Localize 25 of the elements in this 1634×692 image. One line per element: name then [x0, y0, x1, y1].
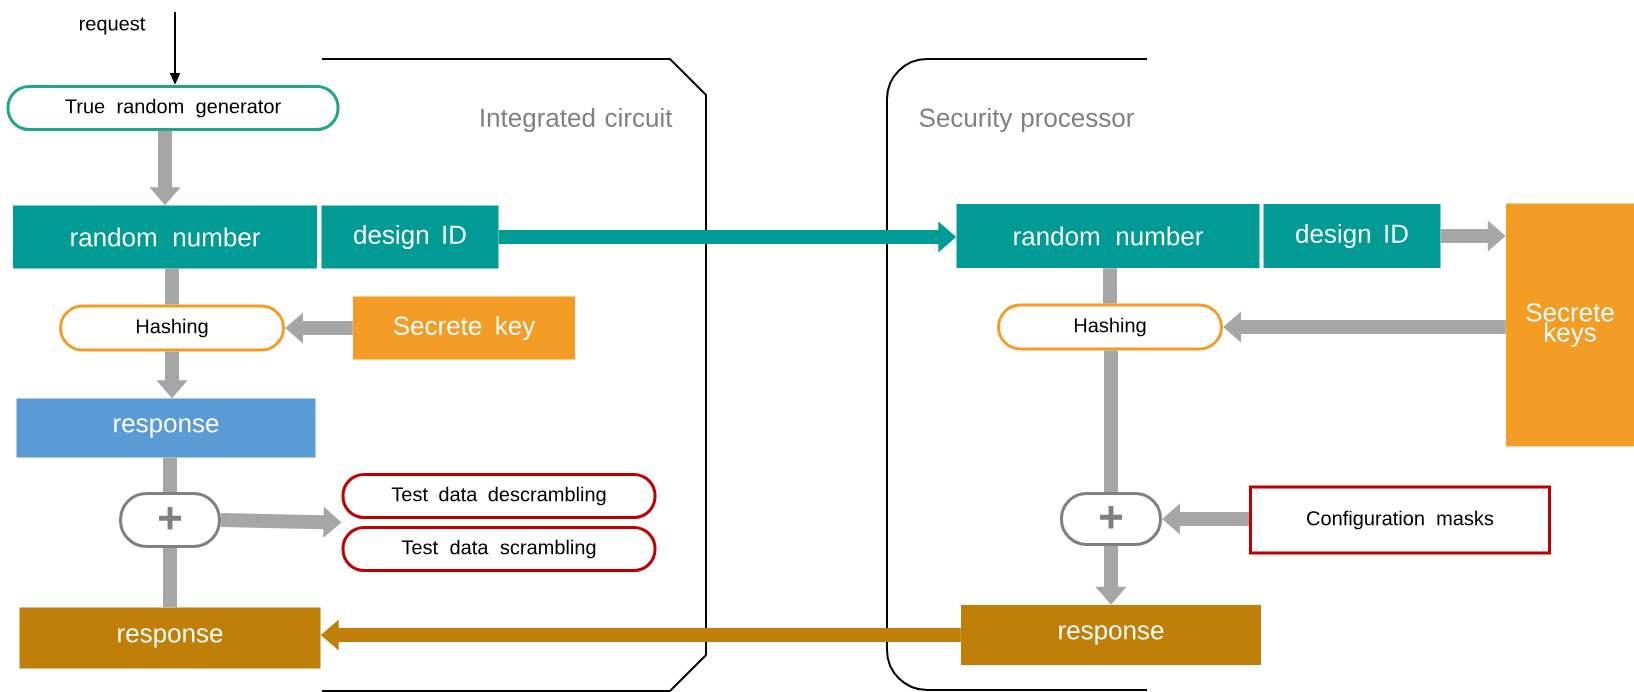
connector-bar — [165, 268, 179, 305]
request-label: request — [80, 17, 146, 35]
data-box: design ID — [1263, 204, 1441, 268]
frame-label: Security processor — [919, 107, 1134, 133]
test-data-pill: Test data descrambling — [341, 473, 657, 519]
hashing-pill: Hashing — [997, 303, 1223, 351]
mask-box: Configuration masks — [1249, 485, 1551, 555]
response-box: response — [16, 398, 316, 458]
response-box: response — [961, 605, 1261, 665]
key-box: Secrete keys — [1506, 203, 1634, 447]
connector-bar — [163, 457, 177, 492]
frame-label: Integrated circuit — [481, 107, 673, 133]
test-data-pill: Test data scrambling — [341, 526, 657, 572]
xor-operator: + — [119, 492, 221, 548]
response-box: response — [19, 607, 321, 669]
hashing-pill: Hashing — [59, 304, 285, 352]
connector-bar — [1103, 268, 1117, 304]
key-box: Secrete key — [353, 296, 575, 360]
data-box: random number — [13, 205, 317, 269]
generator-pill: True random generator — [6, 85, 340, 131]
connector-bar — [163, 548, 177, 608]
xor-operator: + — [1060, 492, 1162, 546]
data-box: design ID — [321, 205, 499, 269]
data-box: random number — [956, 204, 1260, 268]
connector-bar — [1104, 350, 1118, 492]
